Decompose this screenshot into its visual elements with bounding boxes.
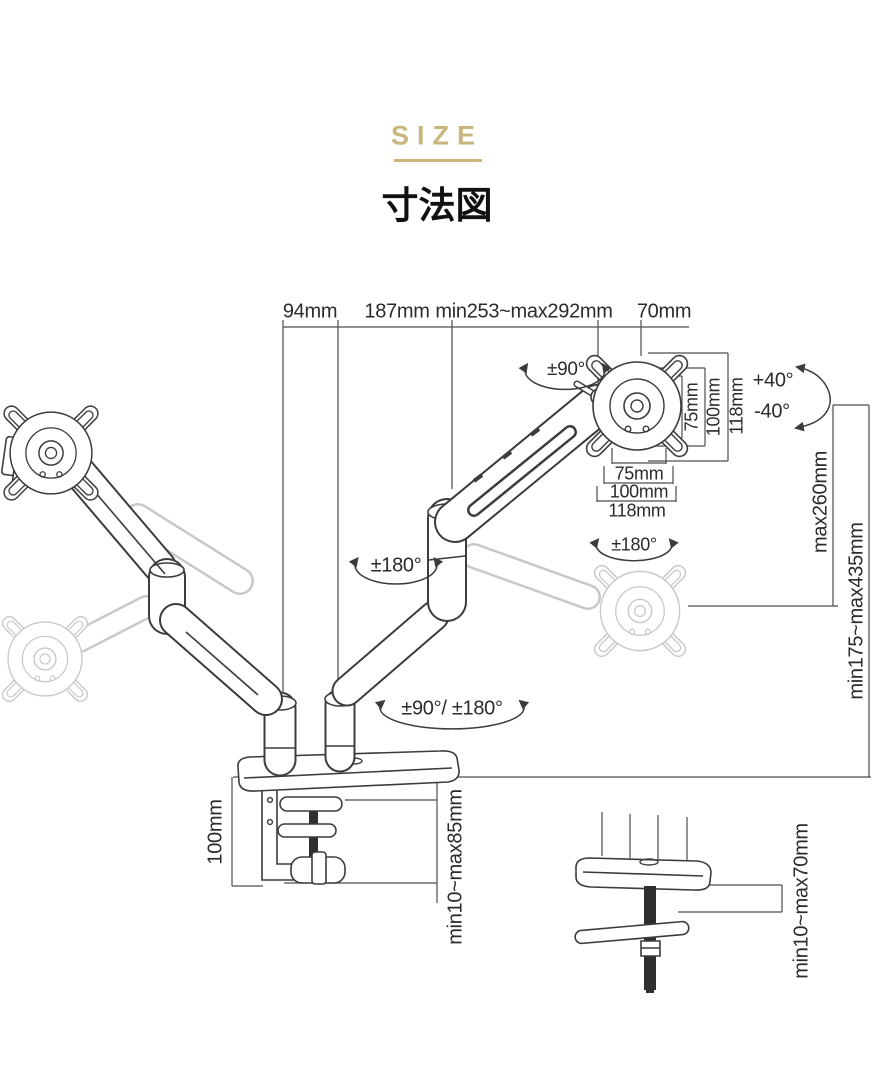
rotation-arcs <box>348 362 831 730</box>
angle-tilt-down: -40° <box>754 400 790 423</box>
vesa-plate-ghost-left <box>0 613 91 705</box>
angle-base-swivel: ±90°/ ±180° <box>401 697 503 720</box>
vesa-plate-left <box>0 402 102 504</box>
dim-vesa-v-75: 75mm <box>681 382 702 432</box>
dim-lift-max: max260mm <box>809 450 832 554</box>
dim-lower-arm: 187mm <box>364 300 430 323</box>
dim-height-range: min175~max435mm <box>845 522 868 700</box>
dim-upper-arm-range: min253~max292mm <box>435 300 613 323</box>
dim-clamp-thickness: min10~max85mm <box>444 789 467 945</box>
base <box>237 688 460 792</box>
dim-arm-offset: 94mm <box>282 300 338 323</box>
angle-tilt-up: +40° <box>752 369 794 392</box>
page-title: 寸法図 <box>381 185 493 226</box>
angle-vesa-rotation: ±90° <box>547 359 585 380</box>
ghost-positions <box>0 503 690 705</box>
size-eyebrow: SIZE <box>390 120 484 151</box>
gold-rule <box>394 159 482 162</box>
dim-head-offset: 70mm <box>636 300 692 323</box>
dim-clamp-height: 100mm <box>204 799 227 865</box>
vesa-plate-right <box>582 351 692 461</box>
dim-vesa-v-100: 100mm <box>703 377 724 437</box>
dim-vesa-h-75: 75mm <box>614 463 664 484</box>
desk-clamp <box>261 780 346 885</box>
dim-vesa-h-100: 100mm <box>609 481 669 502</box>
grommet-mount <box>574 812 712 993</box>
vesa-plate-ghost-right <box>590 561 690 661</box>
dim-vesa-h-118: 118mm <box>608 500 666 521</box>
tilt-arc <box>794 363 831 432</box>
angle-forearm-swivel: ±180° <box>611 534 657 555</box>
right-arm <box>331 380 618 707</box>
dim-grommet-thickness: min10~max70mm <box>790 823 813 979</box>
dim-vesa-v-118: 118mm <box>726 377 747 435</box>
angle-elbow-swivel: ±180° <box>370 554 422 577</box>
